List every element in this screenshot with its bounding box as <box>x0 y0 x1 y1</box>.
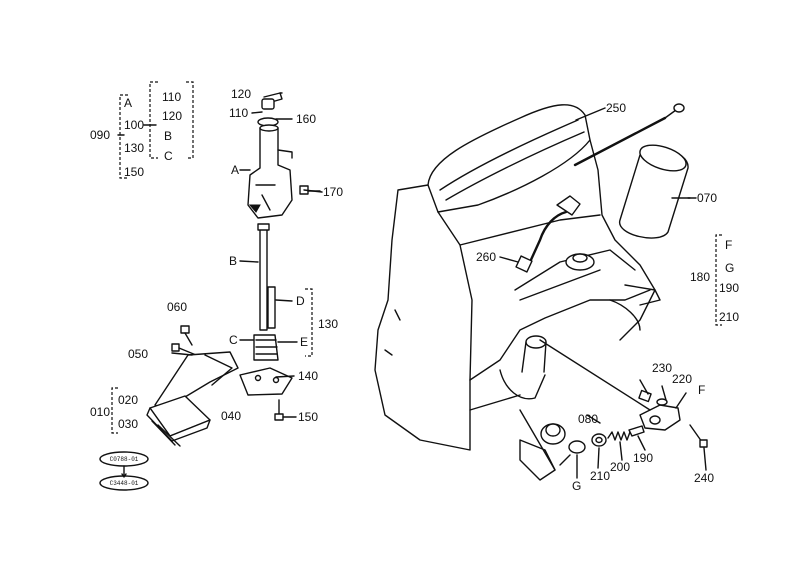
label-180: 180 <box>690 270 710 284</box>
oil-pump-assembly <box>146 92 323 447</box>
label-160: 160 <box>296 112 316 126</box>
label-b-sub: B <box>164 129 172 143</box>
code-c0788: C0788-01 <box>110 456 139 463</box>
label-d: D <box>296 294 305 308</box>
label-020: 020 <box>118 393 138 407</box>
label-c-sub: C <box>164 149 173 163</box>
label-070: 070 <box>697 191 717 205</box>
label-080: 080 <box>578 412 598 426</box>
label-010: 010 <box>90 405 110 419</box>
label-150: 150 <box>298 410 318 424</box>
callout-labels: 090 A 100 130 150 110 120 B C 120 110 16… <box>90 87 739 493</box>
label-240: 240 <box>694 471 714 485</box>
label-130-sub: 130 <box>124 141 144 155</box>
label-f: F <box>698 383 705 397</box>
label-130: 130 <box>318 317 338 331</box>
bracket-group-090 <box>119 81 194 179</box>
label-b: B <box>229 254 237 268</box>
label-a: A <box>231 163 239 177</box>
dipstick <box>515 103 685 273</box>
label-a-sub: A <box>124 96 132 110</box>
label-210-sub: 210 <box>719 310 739 324</box>
bracket-group-130 <box>305 288 313 357</box>
label-060: 060 <box>167 300 187 314</box>
label-090: 090 <box>90 128 110 142</box>
label-170: 170 <box>323 185 343 199</box>
code-c3448: C3448-01 <box>110 480 139 487</box>
label-220: 220 <box>672 372 692 386</box>
label-e: E <box>300 335 308 349</box>
label-110: 110 <box>229 106 248 120</box>
label-200: 200 <box>610 460 630 474</box>
leader-lines <box>117 92 691 466</box>
label-190-sub: 190 <box>719 281 739 295</box>
label-c: C <box>229 333 238 347</box>
label-040: 040 <box>221 409 241 423</box>
label-120-sub: 120 <box>162 109 182 123</box>
label-190: 190 <box>633 451 653 465</box>
label-030: 030 <box>118 417 138 431</box>
label-g-sub: G <box>725 261 734 275</box>
label-g: G <box>572 479 581 493</box>
label-260: 260 <box>476 250 496 264</box>
label-050: 050 <box>128 347 148 361</box>
label-100: 100 <box>124 118 144 132</box>
bracket-group-010 <box>111 387 118 434</box>
label-210: 210 <box>590 469 610 483</box>
label-150-sub: 150 <box>124 165 144 179</box>
oil-filter <box>619 144 697 239</box>
label-110-sub: 110 <box>162 90 181 104</box>
bracket-group-180 <box>715 234 722 326</box>
label-120: 120 <box>231 87 251 101</box>
engine-block <box>374 104 661 481</box>
label-250: 250 <box>606 101 626 115</box>
label-140: 140 <box>298 369 318 383</box>
code-badges: C0788-01 C3448-01 <box>99 451 149 491</box>
label-f-sub: F <box>725 238 732 252</box>
label-230: 230 <box>652 361 672 375</box>
relief-valve-parts <box>539 339 708 454</box>
